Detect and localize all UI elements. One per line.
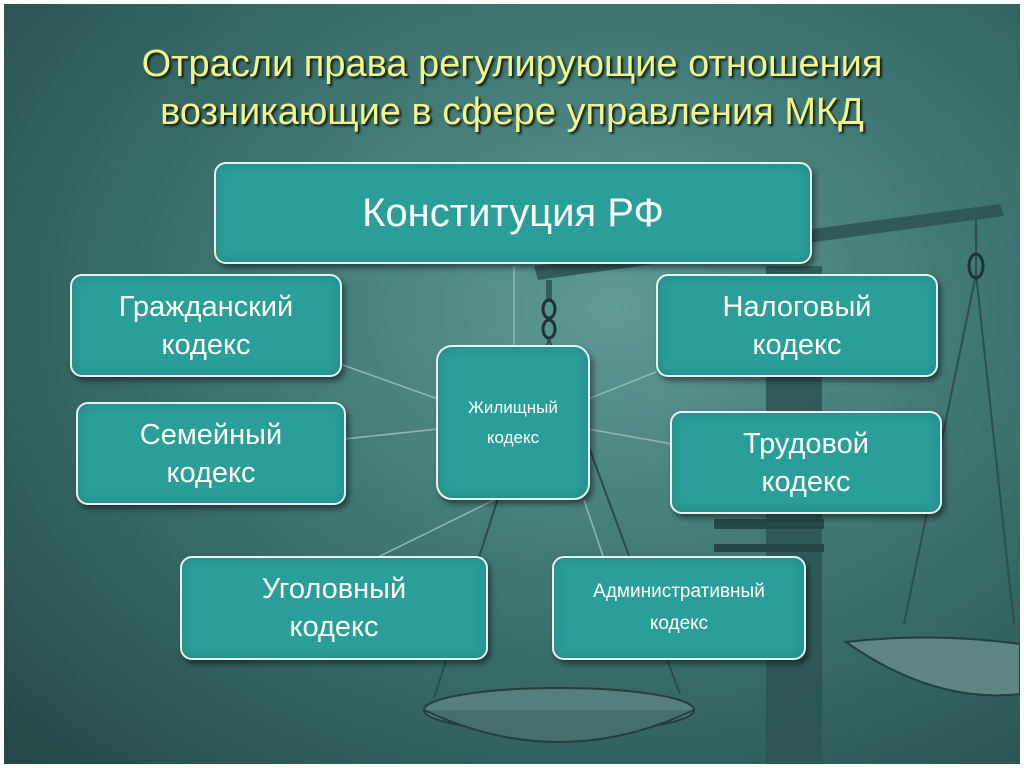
- node-labor-code-line2: кодекс: [761, 465, 851, 498]
- connector-labor: [587, 428, 673, 445]
- node-family-code-line1: Семейный: [139, 418, 283, 451]
- node-criminal-code: Уголовный кодекс: [180, 556, 488, 660]
- node-housing-code: Жилищный кодекс: [436, 345, 590, 500]
- slide-title: Отрасли права регулирующие отношения воз…: [4, 40, 1020, 136]
- connector-tax: [587, 371, 657, 400]
- connector-family: [343, 428, 439, 440]
- node-criminal-code-line1: Уголовный: [261, 573, 407, 605]
- connector-criminal: [373, 499, 495, 560]
- title-line-1: Отрасли права регулирующие отношения: [141, 43, 883, 85]
- connector-civil: [339, 363, 439, 400]
- node-constitution-label: Конституция РФ: [362, 190, 664, 235]
- node-family-code-line2: кодекс: [166, 456, 256, 489]
- connectors: [339, 266, 673, 560]
- title-line-2: возникающие в сфере управления МКД: [160, 91, 864, 133]
- node-tax-code-line2: кодекс: [752, 328, 842, 361]
- node-civil-code-line2: кодекс: [161, 328, 251, 361]
- node-family-code: Семейный кодекс: [76, 402, 346, 505]
- node-housing-code-line1: Жилищный: [468, 397, 558, 417]
- scales-post-band: [714, 519, 824, 529]
- node-labor-code-line1: Трудовой: [743, 427, 869, 460]
- node-civil-code-line1: Гражданский: [118, 290, 294, 323]
- node-administrative-code-line1: Административный: [593, 581, 765, 602]
- node-labor-code: Трудовой кодекс: [670, 411, 942, 514]
- node-tax-code-line1: Налоговый: [722, 290, 872, 323]
- node-housing-code-line2: кодекс: [486, 427, 540, 447]
- connector-admin: [583, 499, 605, 560]
- node-constitution: Конституция РФ: [214, 162, 812, 264]
- scales-chain-left: [546, 280, 552, 302]
- scales-post-band: [714, 544, 824, 552]
- node-tax-code: Налоговый кодекс: [656, 274, 938, 377]
- node-criminal-code-line2: кодекс: [289, 611, 379, 643]
- node-administrative-code-line2: кодекс: [649, 613, 709, 634]
- node-civil-code: Гражданский кодекс: [70, 274, 342, 377]
- scales-pan-right: [843, 636, 1020, 697]
- slide: Отрасли права регулирующие отношения воз…: [4, 4, 1020, 764]
- node-administrative-code: Административный кодекс: [552, 556, 806, 660]
